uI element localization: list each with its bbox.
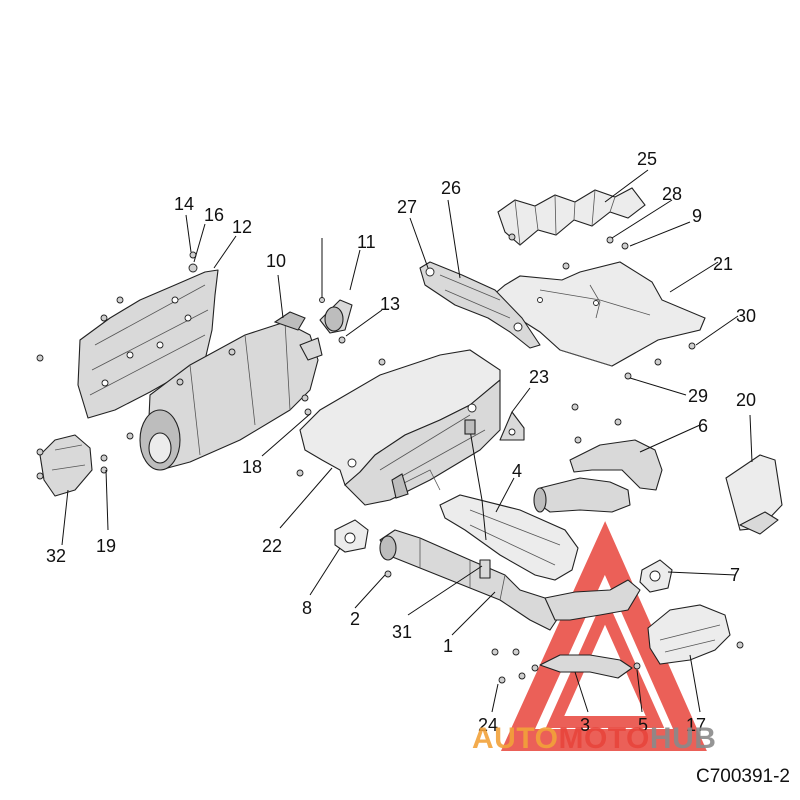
callout-10: 10 <box>266 251 286 271</box>
callout-11: 11 <box>357 232 376 252</box>
callout-27: 27 <box>397 197 417 217</box>
exhaust-elbow-6 <box>533 439 663 513</box>
cap-11 <box>319 299 353 334</box>
heat-shield-32 <box>39 434 93 497</box>
callout-8: 8 <box>302 598 312 618</box>
callout-20: 20 <box>736 390 756 410</box>
callout-25: 25 <box>637 149 657 169</box>
callout-4: 4 <box>512 461 522 481</box>
svg-text:AUTOMOTOHUB: AUTOMOTOHUB <box>472 722 716 755</box>
watermark-moto: MOTO <box>558 722 649 755</box>
callout-30: 30 <box>736 306 756 326</box>
heat-shield-17 <box>647 604 731 665</box>
callout-5: 5 <box>638 715 648 735</box>
muffler-heat-shield-12 <box>77 269 219 419</box>
callout-14: 14 <box>174 194 194 214</box>
gasket-8 <box>334 519 369 553</box>
callout-28: 28 <box>662 184 682 204</box>
callout-9: 9 <box>692 206 702 226</box>
heat-shield-21 <box>491 261 706 367</box>
heat-shield-upper-25 <box>497 187 646 246</box>
callout-23: 23 <box>529 367 549 387</box>
callout-31: 31 <box>392 622 412 642</box>
callout-29: 29 <box>688 386 708 406</box>
callout-21: 21 <box>713 254 733 274</box>
watermark-hub: HUB <box>650 722 717 755</box>
watermark-text: AUTOMOTOHUB <box>472 722 716 755</box>
hardware <box>36 233 744 684</box>
callout-24: 24 <box>478 715 498 735</box>
callout-1: 1 <box>443 636 453 656</box>
muffler-10 <box>139 311 323 471</box>
callout-2: 2 <box>350 609 360 629</box>
callout-16: 16 <box>204 205 224 225</box>
callout-26: 26 <box>441 178 461 198</box>
o2-sensor-31 <box>464 419 491 579</box>
callout-13: 13 <box>380 294 400 314</box>
callout-22: 22 <box>262 536 282 556</box>
diagram-code: C700391-2 <box>695 766 790 787</box>
callout-17: 17 <box>686 715 706 735</box>
bracket-23 <box>499 411 525 441</box>
callout-3: 3 <box>580 715 590 735</box>
heat-shield-plate-22 <box>299 349 501 506</box>
callout-19: 19 <box>96 536 116 556</box>
gasket-7 <box>639 559 673 593</box>
watermark-auto: AUTO <box>472 722 558 755</box>
plate-20 <box>725 454 783 535</box>
callout-32: 32 <box>46 546 66 566</box>
pipe-heat-shield-4 <box>439 494 579 581</box>
leader-lines <box>61 169 753 713</box>
clamp-3 <box>539 654 633 679</box>
callout-labels: 1 2 3 4 5 6 7 8 9 10 11 12 13 14 16 17 1… <box>46 149 756 735</box>
callout-7: 7 <box>730 565 740 585</box>
exhaust-pipe-1 <box>379 529 641 631</box>
callout-6: 6 <box>698 416 708 436</box>
callout-12: 12 <box>232 217 252 237</box>
heat-shield-bracket-26 <box>419 261 541 349</box>
callout-18: 18 <box>242 457 262 477</box>
